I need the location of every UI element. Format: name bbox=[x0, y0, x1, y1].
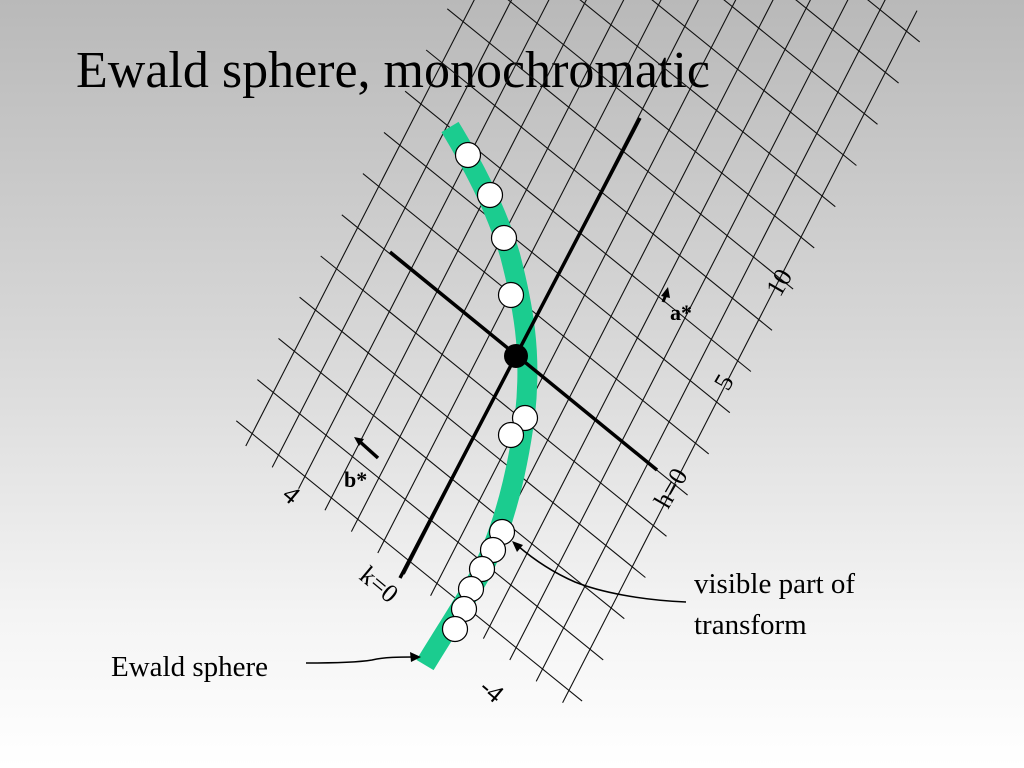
reflection-points bbox=[441, 141, 539, 643]
ewald-sphere-leader bbox=[305, 656, 414, 664]
grid-line-k bbox=[245, 0, 475, 447]
grid-line-h bbox=[867, 0, 921, 43]
grid-line-k bbox=[562, 10, 918, 704]
grid-line-h bbox=[507, 0, 815, 249]
b-star-vector bbox=[356, 438, 380, 460]
tick-label-k4: 4 bbox=[277, 479, 306, 510]
grid-line-k bbox=[271, 0, 513, 468]
grid-line-k bbox=[403, 0, 699, 575]
grid-line-k bbox=[298, 0, 550, 490]
grid-line-k bbox=[430, 0, 737, 597]
reflection-point bbox=[497, 421, 525, 449]
reflection-point bbox=[468, 555, 496, 583]
slide-title: Ewald sphere, monochromatic bbox=[76, 42, 710, 99]
grid-line-k bbox=[377, 0, 662, 554]
reflection-point bbox=[497, 281, 525, 309]
grid-line-h bbox=[579, 0, 836, 208]
grid-line-h bbox=[383, 131, 731, 414]
reflection-point bbox=[441, 615, 469, 643]
reflection-point bbox=[454, 141, 482, 169]
origin-point bbox=[504, 344, 528, 368]
grid-line-k bbox=[535, 0, 886, 682]
grid-line-h bbox=[651, 0, 857, 166]
reflection-point bbox=[476, 181, 504, 209]
grid-line-k bbox=[482, 0, 811, 639]
visible-part-arrowhead bbox=[512, 541, 523, 552]
tick-label-h5: 5 bbox=[708, 369, 740, 395]
visible-part-label-line2: transform bbox=[694, 609, 807, 641]
a-star-arrowhead bbox=[661, 287, 670, 298]
ewald-sphere-label: Ewald sphere bbox=[111, 651, 268, 683]
grid-line-h bbox=[362, 173, 710, 455]
grid-line-h bbox=[795, 0, 899, 84]
h-zero-label: h=0 bbox=[648, 463, 693, 513]
reflection-point bbox=[511, 404, 539, 432]
reflection-point bbox=[490, 224, 518, 252]
visible-part-leader bbox=[517, 545, 687, 603]
tick-label-k-minus4: -4 bbox=[474, 672, 509, 708]
grid-line-h bbox=[425, 49, 773, 331]
grid-line-h bbox=[723, 0, 878, 125]
reciprocal-lattice-grid bbox=[235, 0, 921, 704]
b-star-label: b* bbox=[344, 467, 367, 492]
grid-line-k bbox=[509, 0, 849, 661]
grid-line-k bbox=[350, 0, 625, 532]
grid-line-h bbox=[446, 8, 794, 290]
k-zero-label: k=0 bbox=[354, 560, 404, 608]
a-star-label: a* bbox=[670, 300, 692, 325]
tick-label-h10: 10 bbox=[760, 264, 798, 301]
ewald-sphere-arrowhead bbox=[410, 652, 421, 662]
grid-line-k bbox=[324, 0, 587, 511]
b-star-arrowhead bbox=[354, 437, 364, 446]
visible-part-label-line1: visible part of bbox=[694, 568, 855, 600]
